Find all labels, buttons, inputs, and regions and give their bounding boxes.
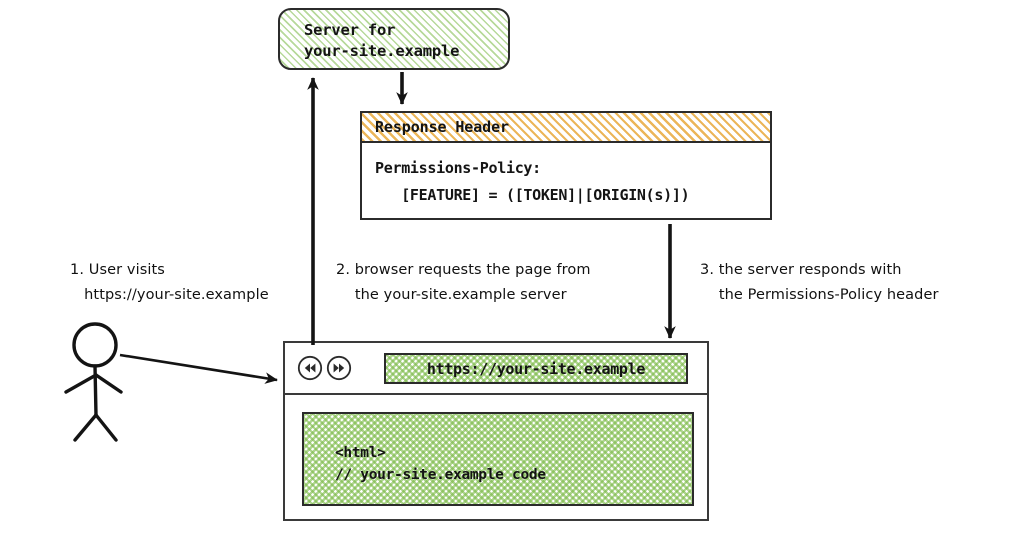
response-header-titlebar: Response Header (362, 113, 770, 143)
annotation-step-3: 3. the server responds with the Permissi… (700, 262, 939, 303)
response-header-body: Permissions-Policy: [FEATURE] = ([TOKEN]… (375, 159, 690, 204)
browser-toolbar: https://your-site.example (285, 343, 707, 395)
fast-forward-icon[interactable] (326, 355, 352, 381)
url-bar[interactable]: https://your-site.example (384, 353, 688, 384)
user-stick-figure (64, 322, 123, 442)
browser-window: https://your-site.example <html> // your… (283, 341, 709, 521)
rewind-icon[interactable] (297, 355, 323, 381)
browser-viewport: <html> // your-site.example code (302, 412, 694, 506)
user-to-browser-arrow (119, 353, 278, 384)
annotation-step-1: 1. User visits https://your-site.example (70, 262, 269, 303)
viewport-code-text: <html> // your-site.example code (335, 445, 546, 483)
annotation-step-2: 2. browser requests the page from the yo… (336, 262, 591, 303)
response-header-box: Response Header Permissions-Policy: [FEA… (360, 111, 772, 220)
server-box: Server for your-site.example (278, 8, 510, 70)
response-header-title: Response Header (375, 118, 509, 136)
url-text: https://your-site.example (426, 360, 646, 378)
server-label: Server for your-site.example (304, 21, 460, 60)
